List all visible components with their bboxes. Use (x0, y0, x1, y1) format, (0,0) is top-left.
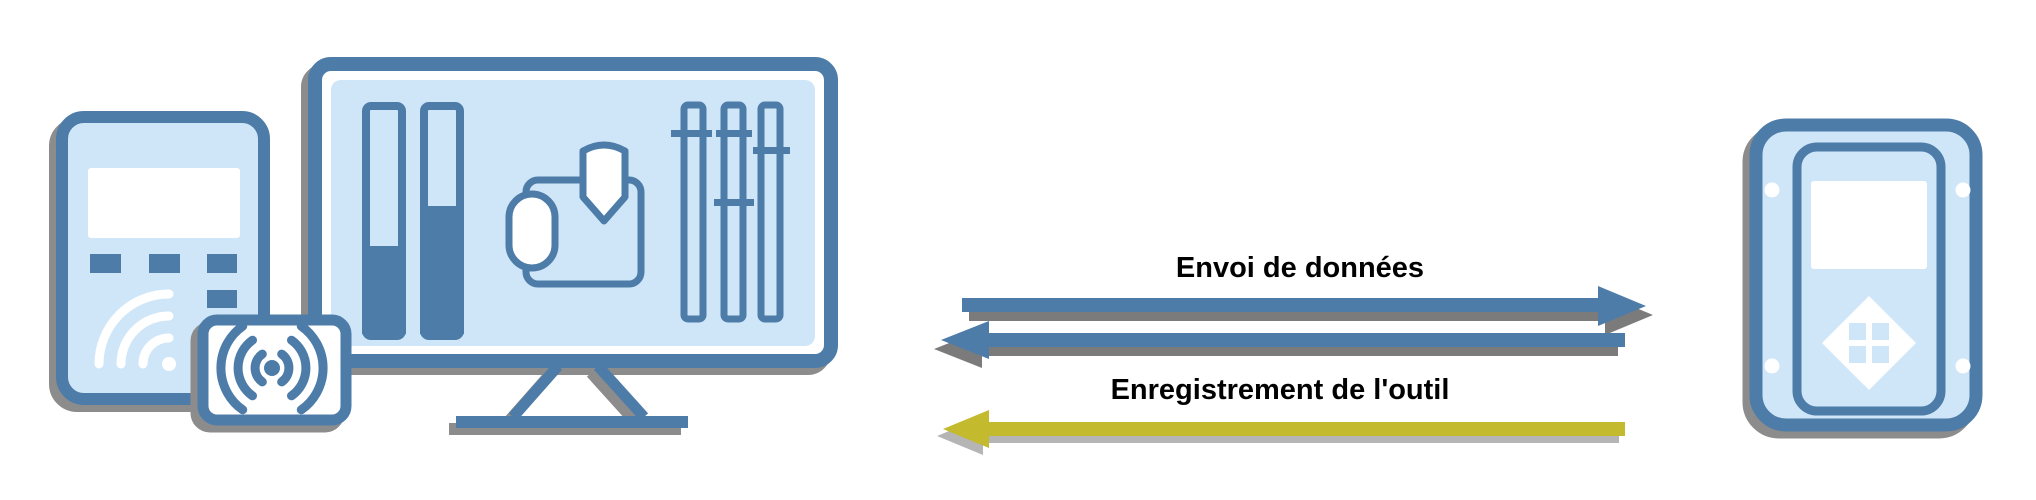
sliders-icon (671, 101, 790, 323)
dpad-icon (1822, 296, 1916, 390)
arrow-send-right (962, 286, 1646, 326)
terminal-buttons (90, 254, 237, 308)
flow-label-register: Enregistrement de l'outil (1111, 374, 1450, 406)
handheld-device (1749, 118, 1983, 432)
bar-chart-icon (362, 102, 464, 340)
payment-terminal (56, 111, 270, 405)
rfid-signal-icon (216, 321, 328, 415)
flow-label-send: Envoi de données (1176, 252, 1424, 284)
monitor-stand (456, 362, 688, 428)
terminal-screen (88, 168, 240, 238)
computer-monitor (308, 57, 838, 428)
download-box-icon (505, 141, 645, 288)
contactless-waves-icon (94, 289, 176, 371)
arrow-register-left (943, 410, 1625, 448)
rfid-badge (197, 314, 352, 426)
screw-holes (1764, 182, 1971, 374)
arrow-reply-left (941, 321, 1625, 359)
handheld-screen (1811, 181, 1927, 269)
